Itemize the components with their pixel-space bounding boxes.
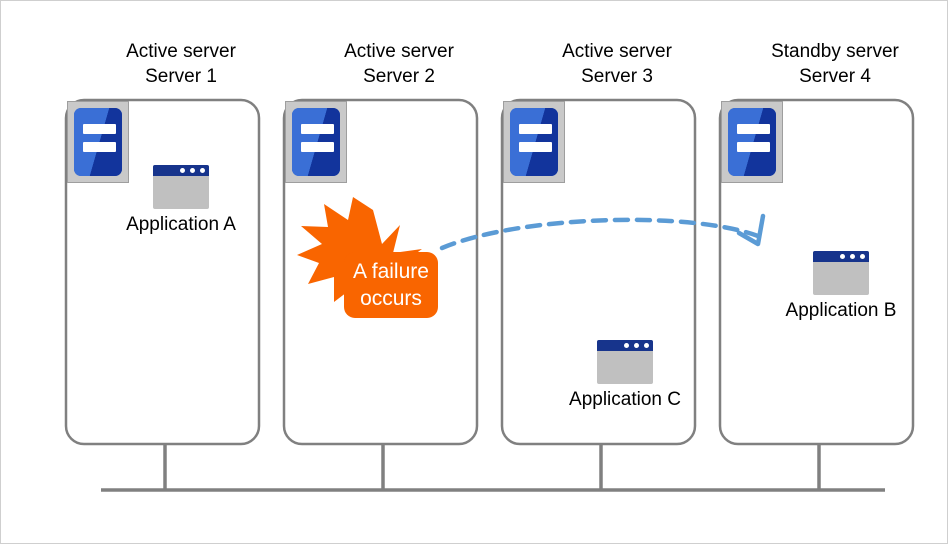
server-slot-bar-top (301, 124, 334, 134)
server-1-name: Server 1 (145, 66, 217, 87)
server-chassis (74, 108, 122, 176)
column-heading-server-1: Active server Server 1 (91, 39, 271, 89)
failure-callout: A failure occurs (344, 252, 438, 318)
server-2-name: Server 2 (363, 66, 435, 87)
failover-arrow-path (439, 217, 761, 251)
failure-text-line-1: A failure (353, 260, 429, 283)
server-machine-icon-2 (285, 101, 347, 183)
application-block-c: Application C (557, 340, 693, 411)
column-heading-server-3: Active server Server 3 (527, 39, 707, 89)
server-slot-bar-top (737, 124, 770, 134)
server-4-role: Standby server (771, 41, 899, 62)
application-window-icon (153, 165, 209, 209)
window-dot-1 (624, 343, 629, 348)
application-label-a: Application A (126, 214, 236, 235)
server-slot-bar-top (83, 124, 116, 134)
server-chassis (292, 108, 340, 176)
server-chassis (728, 108, 776, 176)
window-dot-3 (860, 254, 865, 259)
column-heading-server-4: Standby server Server 4 (745, 39, 925, 89)
window-dot-3 (200, 168, 205, 173)
server-slot-bar-bottom (519, 142, 552, 152)
window-dot-3 (644, 343, 649, 348)
server-1-role: Active server (126, 41, 236, 62)
server-2-role: Active server (344, 41, 454, 62)
application-window-icon (597, 340, 653, 384)
server-chassis (510, 108, 558, 176)
server-box-1 (64, 98, 261, 446)
application-label-c: Application C (569, 389, 681, 410)
window-titlebar (813, 251, 869, 262)
application-window-icon (813, 251, 869, 295)
application-block-b: Application B (773, 251, 909, 322)
window-titlebar (597, 340, 653, 351)
failure-text-line-2: occurs (360, 287, 422, 310)
server-machine-icon-4 (721, 101, 783, 183)
server-3-name: Server 3 (581, 66, 653, 87)
server-slot-bar-bottom (301, 142, 334, 152)
window-dot-2 (634, 343, 639, 348)
server-4-name: Server 4 (799, 66, 871, 87)
server-machine-icon-3 (503, 101, 565, 183)
window-dot-1 (840, 254, 845, 259)
window-titlebar (153, 165, 209, 176)
application-block-a: Application A (113, 165, 249, 236)
application-label-b: Application B (785, 300, 897, 321)
server-slot-bar-top (519, 124, 552, 134)
failover-arrowhead-icon (736, 213, 766, 247)
server-slot-bar-bottom (83, 142, 116, 152)
window-dot-1 (180, 168, 185, 173)
server-3-role: Active server (562, 41, 672, 62)
column-heading-server-2: Active server Server 2 (309, 39, 489, 89)
server-machine-icon-1 (67, 101, 129, 183)
window-dot-2 (850, 254, 855, 259)
window-dot-2 (190, 168, 195, 173)
server-slot-bar-bottom (737, 142, 770, 152)
